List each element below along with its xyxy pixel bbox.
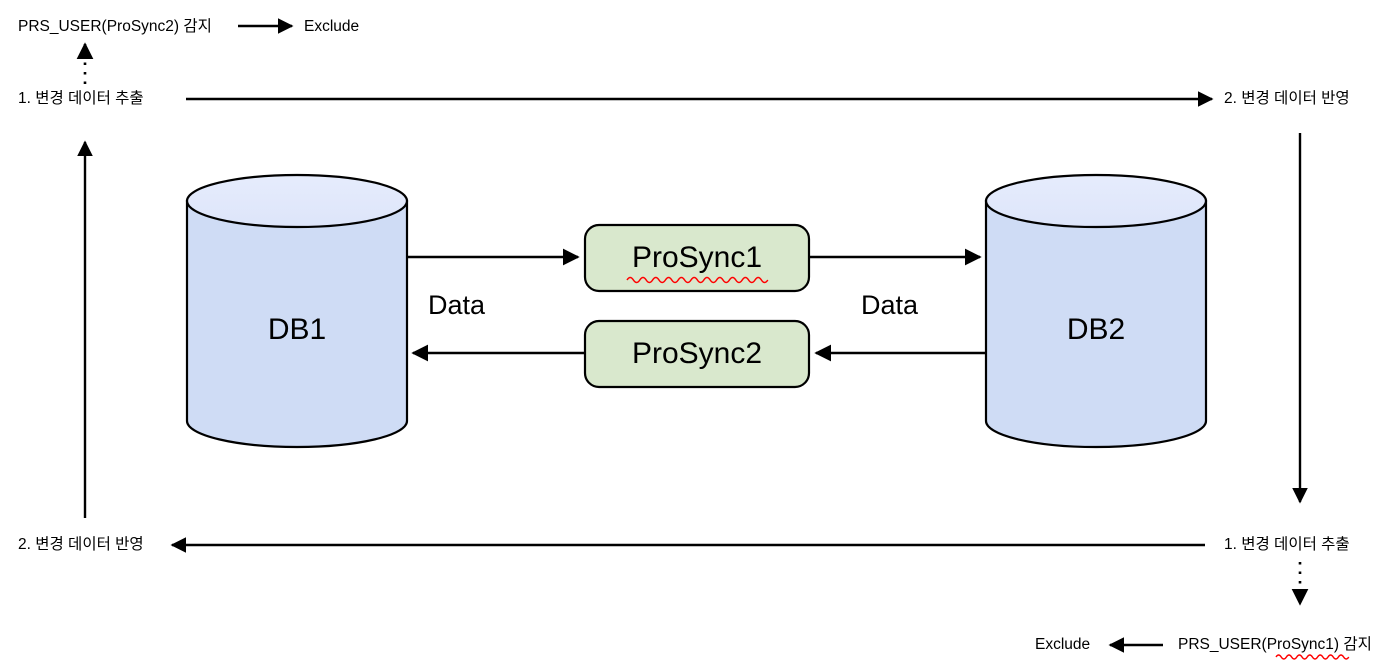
data-label-left: Data: [428, 290, 486, 320]
data-label-right: Data: [861, 290, 919, 320]
prs-user-prosync1-spellcheck-underline: [1275, 654, 1350, 660]
db2-cylinder-shape: [984, 173, 1208, 449]
db1-cylinder-shape: [185, 173, 409, 449]
db2-label: DB2: [1066, 313, 1126, 346]
prosync2-label: ProSync2: [631, 337, 763, 370]
prs-user-prosync1-detection-label: PRS_USER(ProSync1) 감지: [1178, 636, 1372, 653]
exclude-label-bottom: Exclude: [1035, 636, 1091, 653]
prosync1-label: ProSync1: [631, 241, 763, 274]
step-top-right-label: 2. 변경 데이터 반영: [1224, 90, 1350, 107]
step-bottom-left-label: 2. 변경 데이터 반영: [18, 536, 144, 553]
exclude-label-top: Exclude: [304, 18, 360, 35]
prosync1-spellcheck-underline: [626, 276, 769, 284]
prosync1-box-shape: [583, 223, 811, 293]
prs-user-prosync2-detection-label: PRS_USER(ProSync2) 감지: [18, 18, 212, 35]
db1-label: DB1: [267, 313, 327, 346]
step-top-left-label: 1. 변경 데이터 추출: [18, 90, 144, 107]
step-bottom-right-label: 1. 변경 데이터 추출: [1224, 536, 1350, 553]
